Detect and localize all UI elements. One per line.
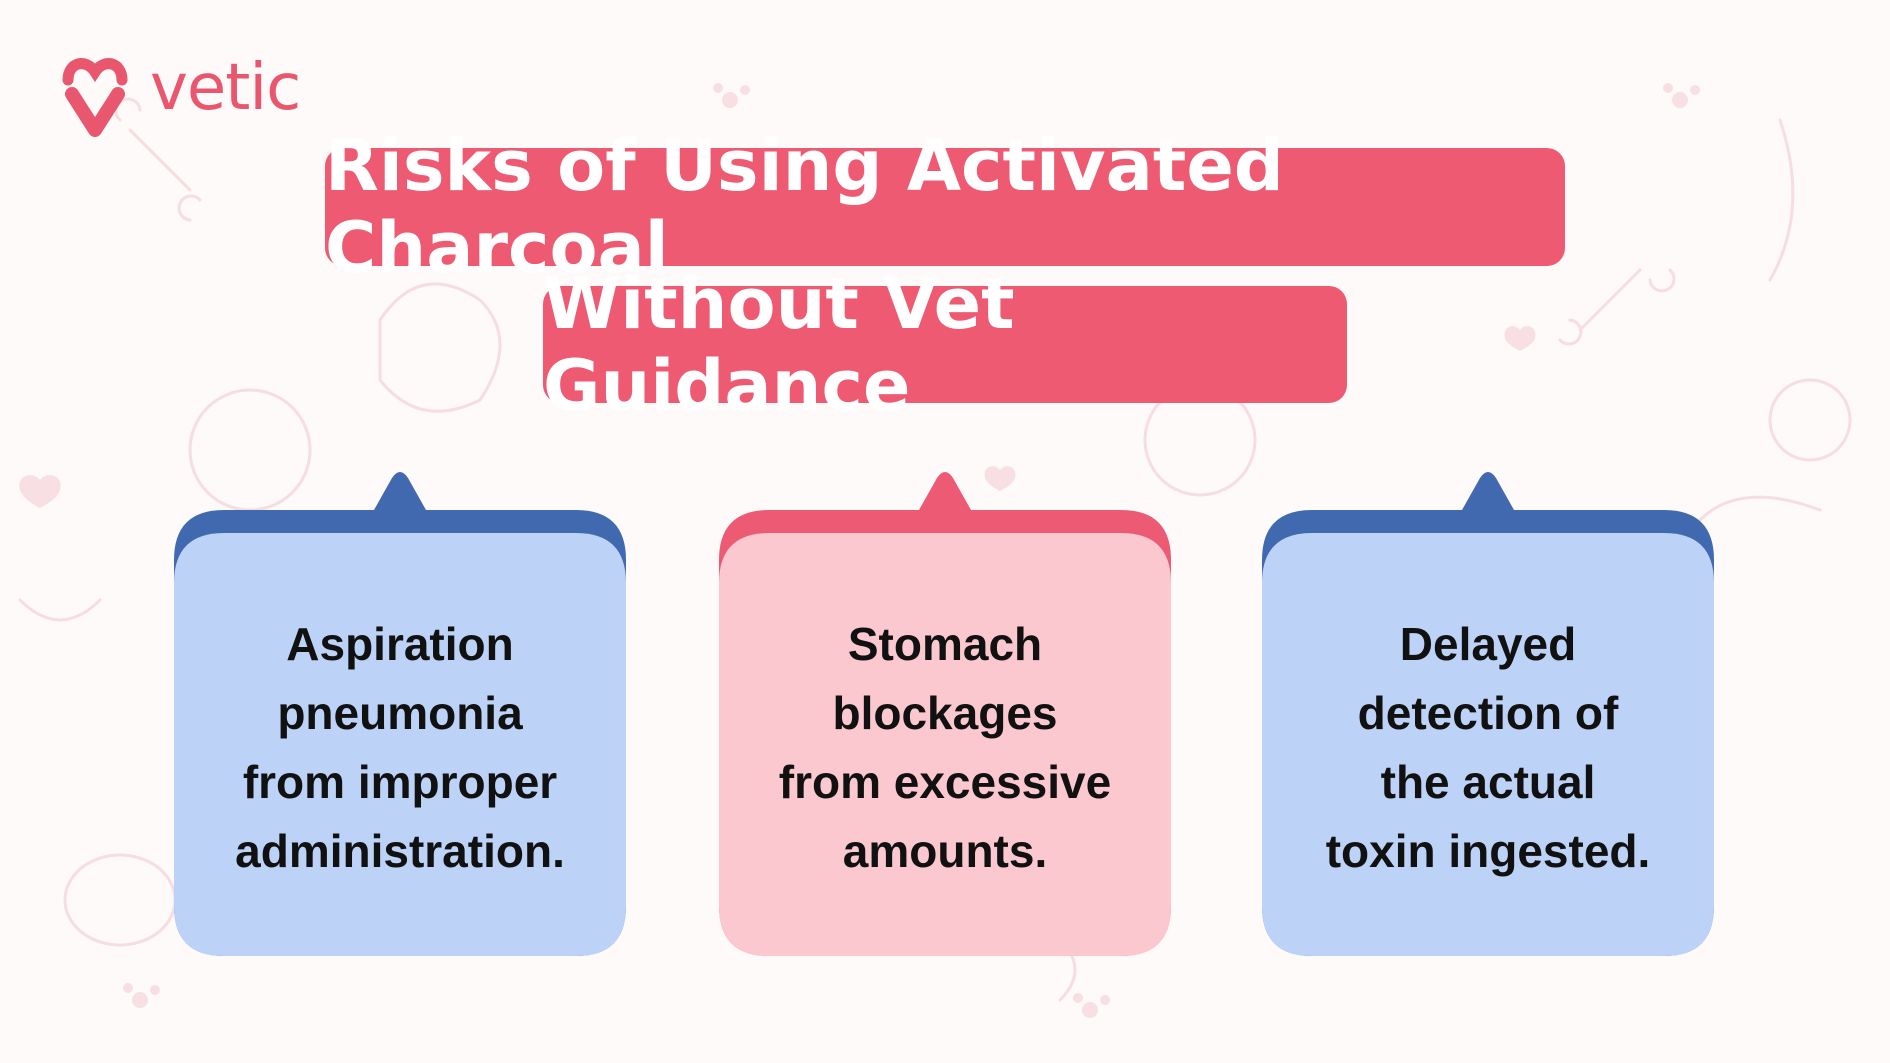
brand-name: vetic <box>150 51 301 125</box>
card-line: Aspiration <box>286 618 514 670</box>
risk-card-stomach-blockages: Stomach blockages from excessive amounts… <box>719 470 1171 956</box>
card-line: pneumonia <box>277 687 523 739</box>
card-line: administration. <box>235 825 565 877</box>
card-line: Stomach <box>847 618 1043 670</box>
page-title-line-2: Without Vet Guidance <box>543 263 1347 427</box>
card-line: from improper <box>242 756 558 808</box>
card-line: from excessive <box>778 756 1112 808</box>
risk-card-text: Stomach blockages from excessive amounts… <box>719 610 1171 886</box>
speech-card-shape <box>719 472 1171 956</box>
speech-card-shape <box>174 472 626 956</box>
heart-v-logo-icon <box>62 58 128 137</box>
risk-card-delayed-detection: Delayed detection of the actual toxin in… <box>1262 470 1714 956</box>
card-line: blockages <box>832 687 1058 739</box>
card-line: Delayed <box>1399 618 1577 670</box>
risk-card-text: Delayed detection of the actual toxin in… <box>1262 610 1714 886</box>
vetic-logo: vetic <box>60 50 301 138</box>
card-line: detection of <box>1357 687 1619 739</box>
card-line: the actual <box>1380 756 1596 808</box>
card-line: toxin ingested. <box>1325 825 1651 877</box>
page-title-line-1: Risks of Using Activated Charcoal <box>325 125 1565 289</box>
speech-card-shape <box>1262 472 1714 956</box>
card-line: amounts. <box>842 825 1048 877</box>
risk-card-aspiration: Aspiration pneumonia from improper admin… <box>174 470 626 956</box>
risk-card-text: Aspiration pneumonia from improper admin… <box>174 610 626 886</box>
